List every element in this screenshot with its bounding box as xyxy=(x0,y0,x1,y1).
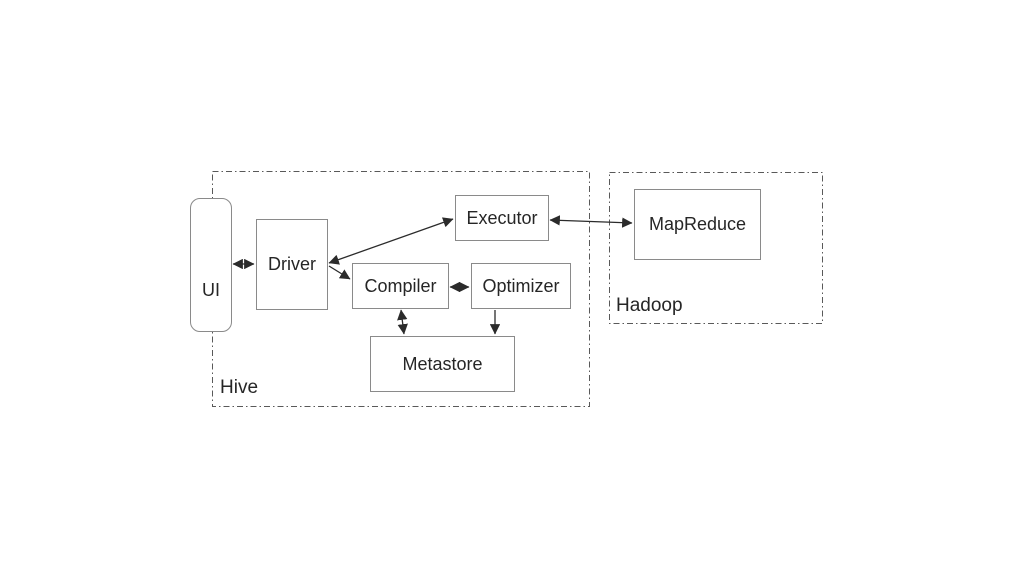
node-optimizer: Optimizer xyxy=(471,263,571,309)
node-optimizer-label: Optimizer xyxy=(482,275,560,296)
node-ui-label: UI xyxy=(202,280,220,300)
node-metastore: Metastore xyxy=(370,336,515,392)
node-driver-label: Driver xyxy=(268,254,316,274)
hive-container-label: Hive xyxy=(220,377,259,398)
hadoop-container-outline xyxy=(609,172,823,324)
node-executor: Executor xyxy=(455,195,549,241)
node-driver: Driver xyxy=(256,219,328,310)
edge-compiler-metastore xyxy=(397,309,408,335)
node-mapreduce-label: MapReduce xyxy=(648,214,747,234)
node-ui: UI xyxy=(190,198,232,332)
edge-driver-compiler xyxy=(328,265,351,280)
node-compiler-label: Compiler xyxy=(364,275,437,296)
edge-executor-mapreduce xyxy=(549,215,633,228)
edge-driver-executor xyxy=(328,217,454,265)
node-compiler: Compiler xyxy=(352,263,449,309)
node-mapreduce: MapReduce xyxy=(634,189,761,260)
hive-container-outline xyxy=(212,171,590,407)
node-executor-label: Executor xyxy=(466,207,538,228)
node-metastore-label: Metastore xyxy=(402,353,483,374)
hadoop-container-label: Hadoop xyxy=(616,295,683,316)
